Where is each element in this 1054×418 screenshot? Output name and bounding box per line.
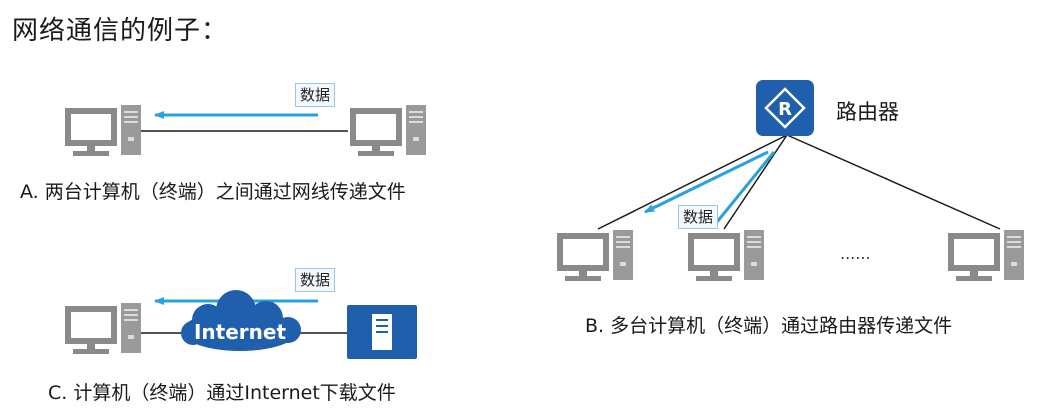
link-line-3 [786, 134, 1001, 230]
data-label-c: 数据 [295, 268, 336, 292]
desktop-computer-icon [65, 105, 141, 156]
link-line-2 [723, 134, 788, 230]
desktop-computer-icon [350, 105, 426, 156]
caption-a: A. 两台计算机（终端）之间通过网线传递文件 [20, 181, 406, 203]
page-title: 网络通信的例子： [12, 16, 229, 46]
data-flow-arrow-b2 [715, 151, 776, 223]
router-label: 路由器 [836, 100, 899, 124]
ellipsis-more-computers: ...... [840, 244, 871, 263]
desktop-computer-icon [948, 230, 1024, 281]
router-symbol: R [778, 99, 792, 120]
caption-b: B. 多台计算机（终端）通过路由器传递文件 [585, 315, 953, 337]
caption-c: C. 计算机（终端）通过Internet下载文件 [48, 382, 396, 404]
link-line-1 [597, 134, 788, 230]
data-label-a: 数据 [295, 83, 336, 107]
server-icon [347, 305, 417, 359]
cloud-label: Internet [194, 320, 286, 344]
data-label-b: 数据 [678, 205, 719, 229]
desktop-computer-icon [688, 230, 764, 281]
data-flow-arrow-b1 [644, 150, 769, 214]
desktop-computer-icon [557, 230, 633, 281]
router-icon: R [756, 80, 814, 136]
desktop-computer-icon [65, 303, 141, 354]
internet-cloud-icon: Internet [181, 290, 301, 351]
